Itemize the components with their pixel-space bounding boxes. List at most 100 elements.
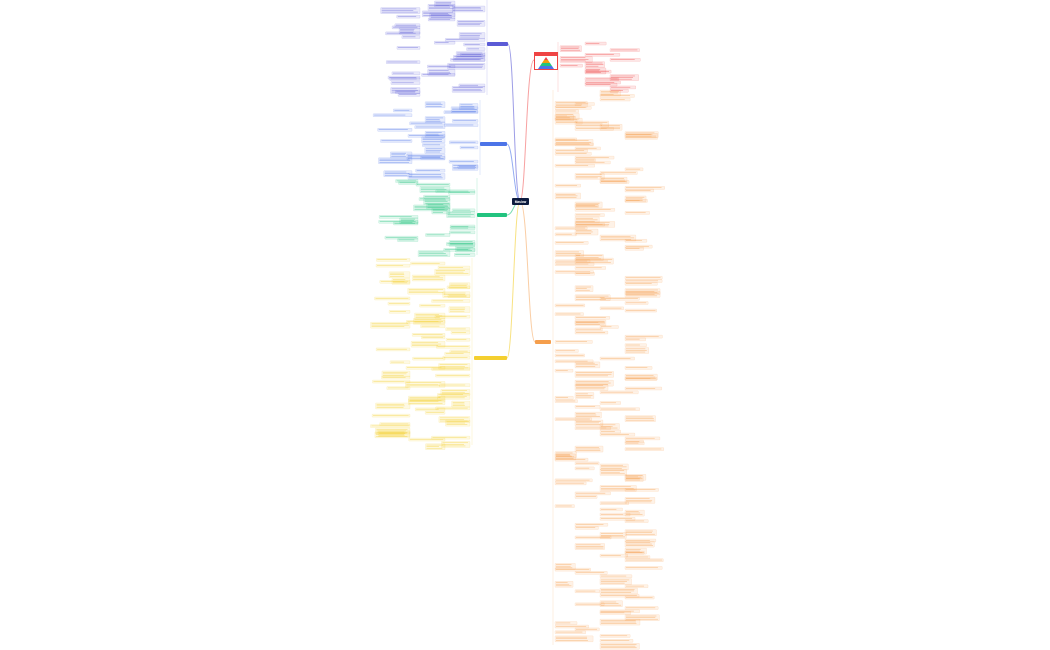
- leaf-text-line: [391, 82, 414, 84]
- central-topic[interactable]: Maslow: [512, 198, 529, 205]
- leaf-text-line: [447, 286, 467, 288]
- leaf-text-line: [460, 33, 482, 35]
- leaf-text-line: [601, 536, 626, 538]
- leaf-text-line: [626, 351, 646, 353]
- leaf-text-line: [556, 505, 572, 507]
- leaf-text-line: [626, 543, 652, 545]
- leaf-text-line: [413, 279, 444, 280]
- leaf-text-line: [436, 375, 469, 376]
- leaf-text-line: [456, 250, 473, 251]
- leaf-text-line: [384, 174, 408, 176]
- leaf-text-line: [460, 36, 480, 38]
- leaf-text-line: [576, 524, 604, 525]
- leaf-text-line: [460, 104, 473, 106]
- leaf-text-line: [410, 122, 443, 124]
- leaf-text-line: [556, 116, 576, 117]
- leaf-text-line: [556, 564, 572, 565]
- leaf-text-line: [576, 295, 609, 297]
- branch-node-orange[interactable]: [535, 340, 551, 344]
- leaf-text-line: [556, 479, 590, 481]
- leaf-text-line: [626, 418, 654, 419]
- leaf-text-line: [407, 321, 439, 322]
- leaf-text-line: [442, 445, 466, 447]
- leaf-text-line: [601, 125, 620, 126]
- leaf-text-line: [371, 326, 405, 327]
- leaf-text-line: [430, 15, 452, 17]
- leaf-text-line: [601, 434, 629, 435]
- leaf-text-line: [611, 59, 635, 60]
- leaf-text-line: [626, 549, 641, 550]
- leaf-text-line: [586, 70, 600, 72]
- leaf-text-line: [423, 144, 441, 146]
- leaf-text-line: [406, 383, 439, 385]
- leaf-text-line: [576, 225, 609, 227]
- leaf-text-line: [576, 384, 608, 385]
- leaf-text-line: [450, 244, 474, 246]
- leaf-text-line: [586, 78, 618, 80]
- leaf-text-line: [601, 126, 621, 128]
- leaf-text-line: [626, 542, 651, 543]
- leaf-text-line: [390, 311, 406, 312]
- leaf-text-line: [407, 156, 441, 158]
- leaf-text-line: [576, 414, 597, 416]
- leaf-text-line: [459, 84, 479, 86]
- leaf-text-line: [576, 231, 593, 233]
- leaf-text-line: [389, 77, 417, 78]
- leaf-text-line: [430, 13, 450, 15]
- branch-node-yellow[interactable]: [474, 356, 507, 360]
- leaf-text-line: [393, 26, 418, 28]
- leaf-text-line: [452, 107, 475, 109]
- leaf-text-line: [576, 122, 608, 123]
- leaf-text-line: [601, 647, 637, 649]
- leaf-text-line: [397, 16, 417, 17]
- leaf-text-line: [576, 603, 602, 605]
- leaf-text-line: [377, 348, 407, 350]
- leaf-text-line: [460, 106, 475, 107]
- leaf-text-line: [435, 1, 452, 3]
- leaf-text-line: [576, 288, 587, 289]
- leaf-text-line: [626, 134, 651, 135]
- leaf-text-line: [394, 109, 410, 111]
- leaf-text-line: [626, 489, 656, 490]
- leaf-text-line: [601, 391, 634, 393]
- pyramid-image-node[interactable]: [534, 52, 558, 70]
- leaf-text-line: [556, 454, 571, 456]
- leaf-text-line: [576, 177, 598, 179]
- leaf-text-line: [556, 271, 591, 273]
- leaf-text-line: [442, 442, 468, 444]
- leaf-text-line: [626, 552, 643, 553]
- leaf-text-line: [586, 65, 599, 67]
- leaf-text-line: [626, 530, 653, 532]
- leaf-text-line: [626, 499, 653, 501]
- branch-node-blue[interactable]: [480, 142, 507, 146]
- leaf-text-line: [626, 336, 659, 337]
- leaf-text-line: [556, 260, 588, 262]
- leaf-text-line: [576, 214, 601, 216]
- leaf-text-line: [601, 603, 619, 604]
- leaf-text-line: [576, 147, 597, 149]
- leaf-text-line: [601, 601, 617, 603]
- leaf-text-line: [432, 368, 465, 370]
- leaf-text-line: [408, 135, 444, 136]
- leaf-text-line: [428, 71, 451, 73]
- leaf-text-line: [561, 57, 586, 59]
- leaf-text-line: [556, 227, 586, 229]
- branch-node-purple[interactable]: [487, 42, 508, 46]
- leaf-text-line: [626, 617, 656, 618]
- leaf-text-line: [420, 198, 446, 200]
- leaf-text-line: [601, 635, 628, 637]
- leaf-text-line: [456, 248, 471, 250]
- leaf-text-line: [626, 200, 643, 201]
- branch-node-green[interactable]: [477, 213, 507, 217]
- leaf-text-line: [400, 30, 414, 32]
- leaf-text-line: [611, 86, 631, 88]
- leaf-text-line: [409, 439, 444, 440]
- leaf-text-line: [561, 49, 581, 51]
- leaf-text-line: [392, 72, 414, 74]
- leaf-text-line: [586, 82, 615, 83]
- leaf-text-line: [576, 572, 605, 573]
- leaf-text-line: [576, 320, 605, 322]
- leaf-text-line: [556, 458, 574, 459]
- leaf-text-line: [576, 373, 612, 375]
- leaf-text-line: [576, 467, 590, 469]
